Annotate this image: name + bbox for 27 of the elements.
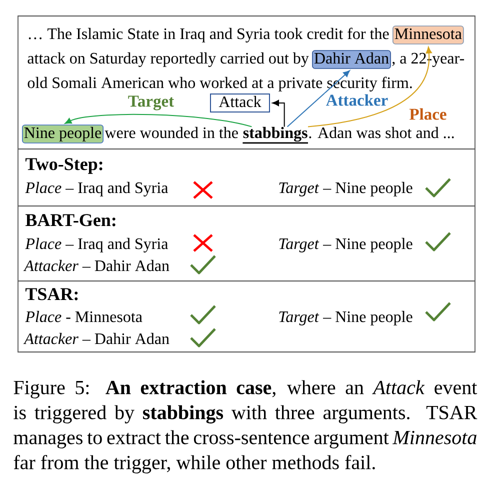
- edge-label: Place: [408, 107, 448, 121]
- result-text: Attacker – Dahir Adan: [23, 260, 170, 272]
- result-text: Place – Iraq and Syria: [25, 238, 168, 252]
- passage-text: attack on Saturday reportedly carried out by: [28, 52, 309, 67]
- curved-arrow: [64, 114, 252, 128]
- underlined-word: stabbings: [242, 126, 308, 144]
- figure-caption: Figure 5: An extraction case, where an Attack event is triggered by stabbings with three arguments. TSAR manages to extract the cross-sentence argument Minnesota far from the trigger, while other methods fail.: [14, 380, 478, 474]
- row-heading: BART-Gen:: [26, 214, 116, 226]
- result-text: Target – Nine people: [279, 182, 412, 196]
- highlight-box: Nine people: [22, 124, 104, 144]
- edge-label: Target: [126, 94, 176, 112]
- arrow: [286, 70, 350, 128]
- result-text: Place – Iraq and Syria: [25, 182, 168, 196]
- result-text: Place - Minnesota: [25, 310, 142, 322]
- result-text: Target – Nine people: [279, 238, 412, 252]
- passage-text: … The Islamic State in Iraq and Syria took credit for the: [28, 28, 389, 42]
- elbow-arrow: [272, 100, 285, 128]
- curved-arrow: [308, 46, 432, 128]
- highlight-box: Minnesota: [392, 26, 464, 44]
- passage-text: . Adan was shot and ...: [309, 126, 454, 138]
- result-text: Target – Nine people: [279, 310, 412, 326]
- event-box: Attack: [210, 94, 270, 112]
- edge-label: Attacker: [324, 93, 390, 107]
- row-heading: TSAR:: [25, 288, 78, 300]
- result-text: Attacker – Dahir Adan: [23, 332, 170, 344]
- highlight-box: Dahir Adan: [312, 50, 391, 69]
- passage-text: were wounded in the: [104, 126, 238, 138]
